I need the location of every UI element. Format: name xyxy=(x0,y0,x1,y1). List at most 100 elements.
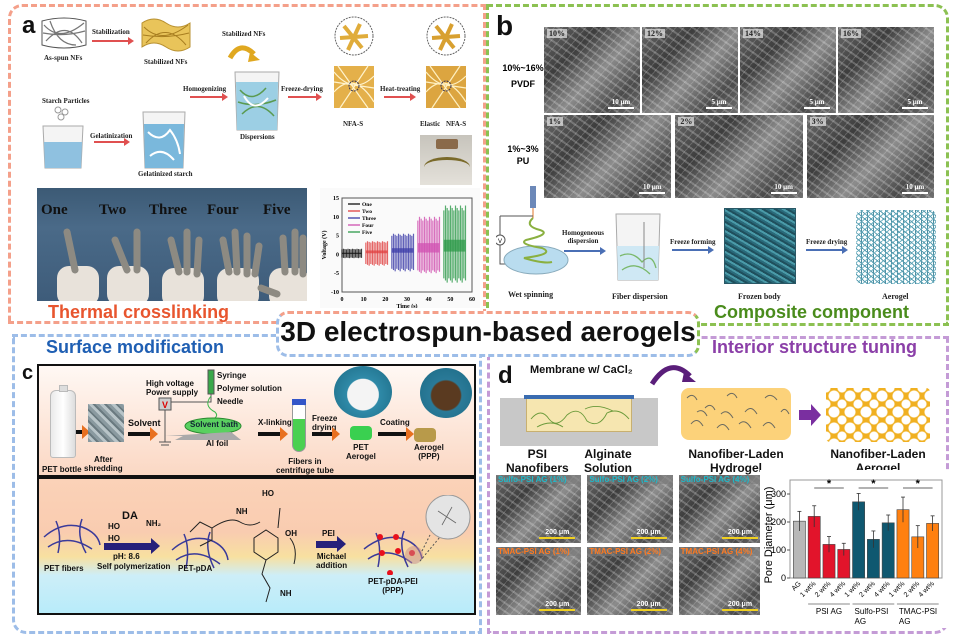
solvent-bath-label: Solvent bath xyxy=(190,420,239,429)
scale-bar-label: 200 μm xyxy=(727,601,753,608)
polymer-solution-label: Polymer solution xyxy=(217,384,282,393)
ppp-aerogel-label: Aerogel(PPP) xyxy=(414,443,444,462)
arrow-bottle-to-shred xyxy=(76,425,90,439)
x-tick-label: 60 xyxy=(469,297,475,303)
finger-label-three: Three xyxy=(149,202,188,218)
plot-frame xyxy=(341,197,473,293)
frozen-body-cube xyxy=(724,208,796,284)
scale-bar-label: 200 μm xyxy=(545,529,570,536)
y-axis-label: Voltage (V) xyxy=(321,231,328,260)
scale-bar: 5 μm xyxy=(706,98,732,109)
da-reaction-arrow xyxy=(104,538,160,554)
scale-bar: 200 μm xyxy=(721,601,758,611)
category-thermal: Thermal crosslinking xyxy=(48,302,230,322)
heat-treating-arrow xyxy=(384,93,416,101)
after-text: After xyxy=(94,455,113,464)
sem-image: Sulfo-PSI AG (2%) 200 μm xyxy=(587,475,673,543)
dispersions-label: Dispersions xyxy=(240,133,275,141)
y-tick-label: 300 xyxy=(771,489,786,499)
hydrogel-text-1: Nanofiber-Laden xyxy=(688,447,784,461)
sem-tag: 3% xyxy=(809,117,826,126)
solvent-label: Solvent xyxy=(128,418,161,428)
sem-tag: 14% xyxy=(743,29,763,38)
scale-bar-label: 200 μm xyxy=(636,529,661,536)
scale-bar-label: 5 μm xyxy=(809,98,825,106)
scale-bar: 10 μm xyxy=(901,183,928,194)
finger-label-five: Five xyxy=(263,202,291,218)
series-five xyxy=(443,205,467,283)
finger-gestures-photo: One Two Three Four Five xyxy=(37,188,307,301)
series-three xyxy=(391,233,415,272)
sem-tag: Sulfo-PSI AG (2%) xyxy=(587,475,673,484)
x-tick-label: 30 xyxy=(404,297,410,303)
high-voltage-text: High voltage xyxy=(146,379,195,388)
syringe-label: Syringe xyxy=(217,371,247,380)
group-label: Sulfo-PSI xyxy=(855,607,889,616)
section-thermal-border xyxy=(8,4,486,324)
x-tick-label: 50 xyxy=(447,297,453,303)
y-tick-label: 100 xyxy=(771,545,786,555)
sem-tag: 10% xyxy=(547,29,567,38)
voltage-band xyxy=(391,248,414,253)
pvdf-row-label: 10%~16%PVDF xyxy=(496,60,550,92)
voltage-band xyxy=(365,250,388,254)
finger-label-four: Four xyxy=(207,202,239,218)
ho1-label: HO xyxy=(108,522,120,531)
section-composite-border xyxy=(486,4,949,326)
dispersion-beaker xyxy=(234,71,280,131)
elastic-label: Elastic xyxy=(420,120,441,128)
scale-bar: 10 μm xyxy=(770,183,797,194)
finger-label-two: Two xyxy=(99,202,127,218)
freeze-drying-arrow xyxy=(288,93,322,101)
ppp-aerogel-sample xyxy=(414,428,436,442)
x-tick-label: 20 xyxy=(382,297,388,303)
pet-text: PET xyxy=(353,443,369,452)
pet-pda-pei-label: PET-pDA-PEI(PPP) xyxy=(368,577,418,596)
sem-tag: TMAC-PSI AG (1%) xyxy=(496,547,582,556)
significance-star: * xyxy=(827,478,832,490)
elastic-nfa-s-label: NFA-S xyxy=(446,120,467,128)
scale-bar: 200 μm xyxy=(539,529,576,539)
sem-tag: TMAC-PSI AG (4%) xyxy=(678,547,764,556)
bar xyxy=(852,501,865,579)
elastic-nfa-s-illustration xyxy=(425,16,467,109)
ppp-aerogel-photo xyxy=(420,368,472,418)
aerogel-d-text-1: Nanofiber-Laden xyxy=(830,447,926,461)
coating-arrow xyxy=(378,427,414,441)
y-axis-label: Pore Diameter (μm) xyxy=(763,487,775,584)
nanofiber-aerogel-illustration xyxy=(826,388,930,442)
aerogel-network xyxy=(856,210,936,284)
needle-label: Needle xyxy=(217,397,244,406)
scale-bar-label: 5 μm xyxy=(907,98,923,106)
y-tick-label: 15 xyxy=(333,196,339,202)
nh-label-1: NH xyxy=(236,507,248,516)
y-tick-label: 200 xyxy=(771,517,786,527)
scale-bar: 10 μm xyxy=(608,98,634,109)
title-box xyxy=(276,311,700,357)
stabilization-label: Stabilization xyxy=(92,28,130,36)
bar xyxy=(926,523,939,579)
section-surface-border xyxy=(12,334,482,634)
stabilized-nanofibers-illustration xyxy=(141,18,191,52)
sem-tag: 2% xyxy=(678,117,695,126)
sem-image: Sulfo-PSI AG (4%)200 μm xyxy=(678,475,764,543)
aerogel-label: Aerogel xyxy=(882,292,909,301)
centrifuge-tube xyxy=(292,399,306,452)
pet-bottle-label: PET bottle xyxy=(42,465,82,474)
category-composite: Composite component xyxy=(714,302,910,322)
x-linking-label: X-linking xyxy=(258,418,292,427)
legend-label: Three xyxy=(362,216,377,222)
pet-pda-pei-illustration xyxy=(363,495,471,575)
sem-image: 12%5 μm xyxy=(642,27,738,113)
elastic-aerogel-photo xyxy=(420,135,472,185)
scale-bar-label: 10 μm xyxy=(774,183,793,191)
y-tick-label: -10 xyxy=(331,290,339,296)
gelatinized-label: Gelatinized starch xyxy=(138,170,193,178)
drying-text: drying xyxy=(312,422,337,432)
